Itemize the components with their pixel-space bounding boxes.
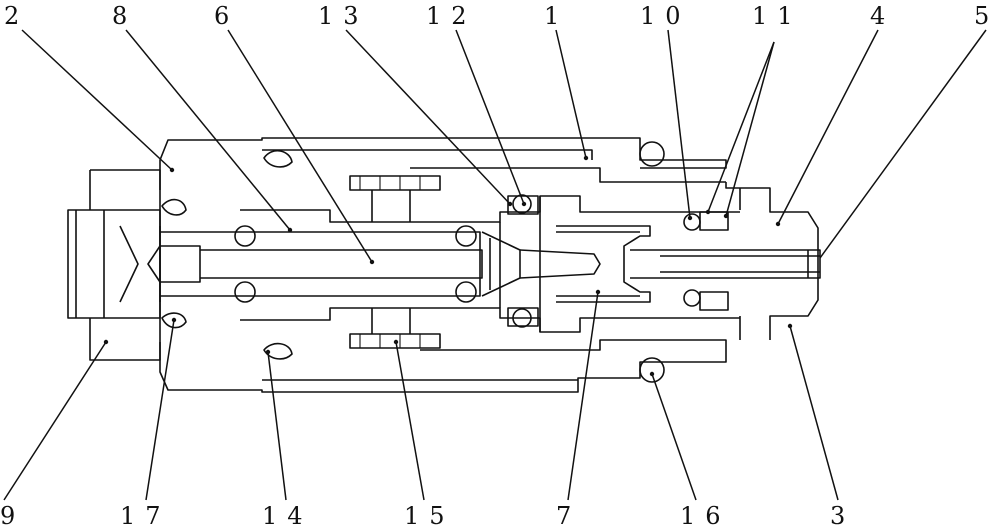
callout-14: 14 [262,502,313,530]
callout-7: 7 [556,502,581,530]
leader-2 [21,29,173,171]
leader-6 [227,29,373,263]
piston [556,225,821,303]
callout-16: 16 [680,502,731,530]
leader-11b [725,41,775,217]
seals [161,141,729,383]
callout-9: 9 [0,502,25,530]
leader-lines [3,29,987,501]
leader-3 [789,325,839,501]
callout-1: 1 [544,2,569,30]
callout-13: 13 [318,2,369,30]
leader-4 [777,29,879,225]
callout-11: 11 [752,2,803,30]
callout-3: 3 [830,502,855,530]
callout-15: 15 [404,502,455,530]
leader-15 [395,341,425,501]
leader-12 [455,29,525,205]
leader-1 [555,29,587,159]
leader-8 [125,29,291,231]
callout-2: 2 [4,2,29,30]
callout-5: 5 [974,2,999,30]
leader-17 [145,319,175,501]
spool-assembly [147,225,601,303]
leader-5 [819,29,987,259]
leader-10 [667,29,691,219]
leader-14 [267,351,287,501]
callout-10: 10 [640,2,691,30]
callout-4: 4 [870,2,895,30]
leader-7 [567,291,599,501]
leader-9 [3,341,107,501]
callout-6: 6 [214,2,239,30]
hex-nut [67,169,161,361]
spring-retainers [349,175,441,349]
housing-outline [159,137,819,393]
callout-8: 8 [112,2,137,30]
callout-17: 17 [120,502,171,530]
leader-16 [651,373,697,501]
leader-13 [345,29,511,205]
leader-11a [707,41,775,213]
callout-12: 12 [426,2,477,30]
